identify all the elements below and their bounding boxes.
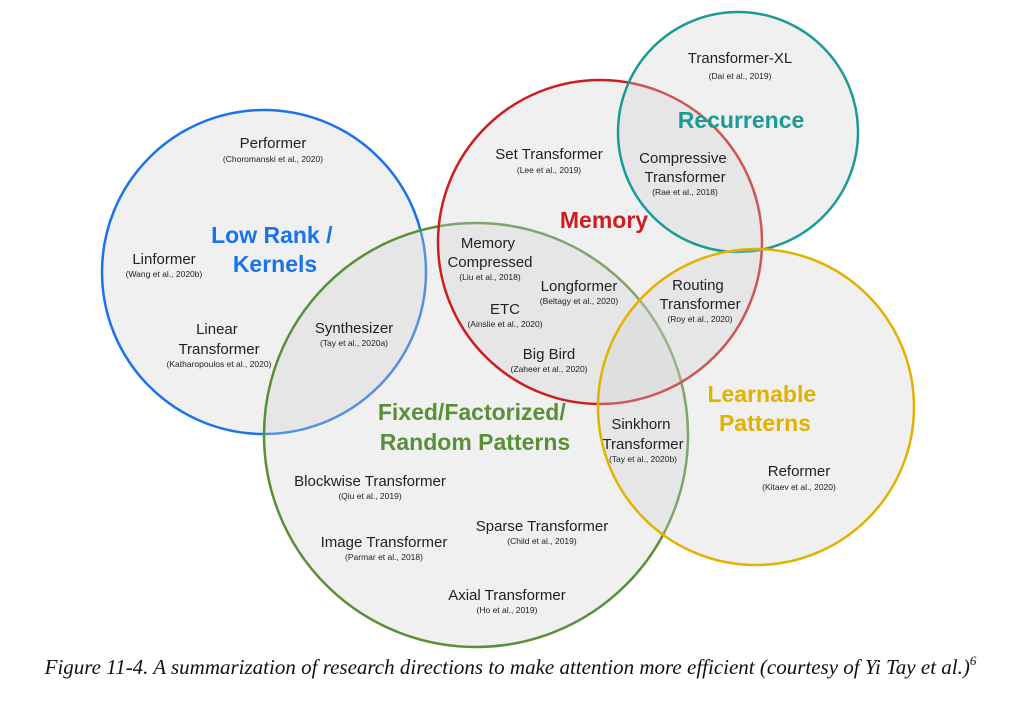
model-citation: (Lee et al., 2019) [517,165,581,175]
model-name: Set Transformer [495,146,603,163]
set-title-line: Random Patterns [380,429,570,455]
model-name: Sparse Transformer [476,518,609,535]
model-citation: (Wang et al., 2020b) [126,269,203,279]
set-title-fixed: Fixed/Factorized/ Random Patterns [378,399,572,455]
model-citation: (Roy et al., 2020) [667,314,732,324]
model-name: Linformer [132,251,195,268]
figure-caption: Figure 11-4. A summarization of research… [0,652,1021,683]
model-citation: (Beltagy et al., 2020) [540,296,619,306]
model-name: Transformer-XL [688,50,792,67]
model-name: Blockwise Transformer [294,473,446,490]
circle-learnable [596,247,916,567]
model-citation: (Tay et al., 2020a) [320,338,388,348]
model-name: Axial Transformer [448,587,566,604]
model-citation: (Dai et al., 2019) [709,71,772,81]
set-title-memory: Memory [560,207,648,233]
model-citation: (Liu et al., 2018) [459,272,521,282]
set-title-line: Learnable [707,381,816,407]
set-title-line: Kernels [233,251,317,277]
model-etc: ETC (Ainslie et al., 2020) [467,301,542,329]
model-sparse-transformer: Sparse Transformer (Child et al., 2019) [476,518,609,546]
model-name: ETC [490,301,520,318]
set-title-recurrence: Recurrence [678,107,805,133]
model-name: Performer [240,135,307,152]
model-axial-transformer: Axial Transformer (Ho et al., 2019) [448,587,566,615]
model-citation: (Ho et al., 2019) [477,605,538,615]
model-performer: Performer (Choromanski et al., 2020) [223,135,323,164]
caption-text: Figure 11-4. A summarization of research… [44,655,970,679]
model-routing-transformer: Routing Transformer (Roy et al., 2020) [659,277,740,324]
model-citation: (Rae et al., 2018) [652,187,718,197]
set-title-line: Fixed/Factorized/ [378,399,566,425]
model-blockwise-transformer: Blockwise Transformer (Qiu et al., 2019) [294,473,446,501]
set-title-low-rank: Low Rank / Kernels [211,222,339,277]
model-name: Reformer [768,463,831,480]
model-transformer-xl: Transformer-XL (Dai et al., 2019) [688,50,792,81]
set-circles [100,10,916,649]
model-synthesizer: Synthesizer (Tay et al., 2020a) [315,320,393,348]
model-citation: (Child et al., 2019) [507,536,577,546]
venn-diagram: Low Rank / Kernels Fixed/Factorized/ Ran… [100,10,916,649]
model-longformer: Longformer (Beltagy et al., 2020) [540,278,619,306]
set-title-learnable: Learnable Patterns [707,381,822,436]
model-name: Big Bird [523,346,576,363]
set-title-line: Memory [560,207,648,233]
footnote-marker: 6 [969,653,977,668]
model-name: Memory Compressed [447,235,532,271]
model-citation: (Qiu et al., 2019) [338,491,401,501]
model-citation: (Parmar et al., 2018) [345,552,423,562]
set-title-line: Low Rank / [211,222,333,248]
model-citation: (Choromanski et al., 2020) [223,154,323,164]
circle-memory [436,78,764,406]
set-title-line: Patterns [719,410,811,436]
model-linformer: Linformer (Wang et al., 2020b) [126,251,203,279]
model-memory-compressed: Memory Compressed (Liu et al., 2018) [447,235,532,282]
circle-fixed [262,221,690,649]
set-titles: Low Rank / Kernels Fixed/Factorized/ Ran… [211,107,822,455]
model-image-transformer: Image Transformer (Parmar et al., 2018) [321,534,448,562]
model-name: Routing Transformer [659,277,740,313]
model-citation: (Zaheer et al., 2020) [510,364,587,374]
model-citation: (Kitaev et al., 2020) [762,482,836,492]
model-citation: (Tay et al., 2020b) [609,454,677,464]
model-linear-transformer: Linear Transformer (Katharopoulos et al.… [167,321,272,369]
model-name: Linear Transformer [178,321,259,358]
model-sinkhorn-transformer: Sinkhorn Transformer (Tay et al., 2020b) [602,416,683,464]
model-name: Sinkhorn Transformer [602,416,683,453]
model-name: Image Transformer [321,534,448,551]
model-set-transformer: Set Transformer (Lee et al., 2019) [495,146,603,175]
model-labels: Transformer-XL (Dai et al., 2019) Perfor… [126,50,836,615]
model-compressive-transformer: Compressive Transformer (Rae et al., 201… [639,150,731,197]
model-reformer: Reformer (Kitaev et al., 2020) [762,463,836,492]
model-name: Longformer [541,278,618,295]
model-name: Synthesizer [315,320,393,337]
set-title-line: Recurrence [678,107,805,133]
circle-recurrence [616,10,860,254]
model-citation: (Katharopoulos et al., 2020) [167,359,272,369]
model-big-bird: Big Bird (Zaheer et al., 2020) [510,346,587,374]
model-name: Compressive Transformer [639,150,731,186]
model-citation: (Ainslie et al., 2020) [467,319,542,329]
